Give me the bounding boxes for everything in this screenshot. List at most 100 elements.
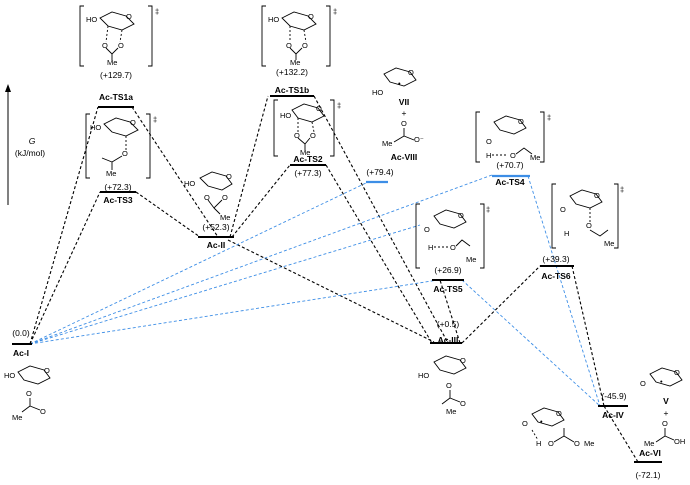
plus-sign: + <box>664 408 669 418</box>
atom-Me: Me <box>604 239 614 248</box>
atom-Me: Me <box>530 153 540 162</box>
atom-O: O <box>586 221 592 230</box>
name-AcTS2: Ac-TS2 <box>293 154 323 164</box>
atom-O: O <box>122 149 128 158</box>
atom-O: O <box>286 41 292 50</box>
atom-O: O <box>222 193 228 202</box>
structure-vii-viii: O HO • VII + O Me O⁻ Ac-VIII <box>372 67 424 162</box>
value-AcVI: (-72.1) <box>635 470 660 480</box>
atom-Me: Me <box>107 58 117 67</box>
atom-H: H <box>486 151 491 160</box>
axis-unit: (kJ/mol) <box>15 148 45 158</box>
radical-dot: • <box>398 79 401 88</box>
dagger-icon: ‡ <box>547 113 551 122</box>
radical-dot: • <box>660 377 663 386</box>
atom-O: O <box>522 419 528 428</box>
axis-symbol: G <box>29 136 36 146</box>
atom-O: O <box>308 12 314 21</box>
name-AcTS6: Ac-TS6 <box>541 271 571 281</box>
atom-O: O <box>518 117 524 126</box>
value-AcIII: (+0.5) <box>437 319 460 329</box>
atom-O: O <box>401 119 407 128</box>
atom-O: O <box>548 439 554 448</box>
atom-O: O <box>204 193 210 202</box>
name-AcTS4: Ac-TS4 <box>495 177 525 187</box>
label-VIII: Ac-VIII <box>391 152 417 162</box>
structure-ts6: ‡ O O O H Me <box>551 183 624 249</box>
name-AcII: Ac-II <box>207 240 225 250</box>
atom-Me: Me <box>290 58 300 67</box>
atom-Me: Me <box>466 255 476 264</box>
atom-O: O <box>674 368 680 377</box>
structure-ts4: ‡ O O H O Me <box>475 111 551 163</box>
atom-O: O <box>126 12 132 21</box>
black-pathways <box>29 95 639 463</box>
dagger-icon: ‡ <box>155 7 159 16</box>
atom-O: O <box>460 399 466 408</box>
atom-HO: HO <box>372 88 383 97</box>
atom-O: O <box>486 137 492 146</box>
atom-O: O <box>302 41 308 50</box>
name-AcI: Ac-I <box>13 348 29 358</box>
value-AcTS1b: (+132.2) <box>276 67 308 77</box>
name-AcIV: Ac-IV <box>602 410 624 420</box>
atom-HO: HO <box>4 371 15 380</box>
atom-Me: Me <box>12 413 22 422</box>
atom-O: O <box>460 356 466 365</box>
value-AcTS5: (+26.9) <box>434 265 461 275</box>
name-AcTS1a: Ac-TS1a <box>99 92 133 102</box>
atom-Me: Me <box>644 439 654 448</box>
atom-O: O <box>446 381 452 390</box>
atom-OH: OH <box>674 437 685 446</box>
structure-ts3: ‡ O HO O Me <box>85 113 157 179</box>
energy-levels <box>12 95 662 463</box>
blue-pathways <box>29 174 601 407</box>
atom-O: O <box>574 439 580 448</box>
name-AcTS5: Ac-TS5 <box>433 284 463 294</box>
atom-O: O <box>294 131 300 140</box>
structure-ac-ii: O HO O O Me <box>184 171 233 222</box>
atom-HO: HO <box>280 111 291 120</box>
dagger-dot-icon: ‡ <box>486 205 490 214</box>
value-AcI: (0.0) <box>12 328 30 338</box>
structure-v-vi: O O • V + O Me OH <box>640 367 685 448</box>
name-AcTS3: Ac-TS3 <box>103 195 133 205</box>
atom-H: H <box>564 229 569 238</box>
label-VII: VII <box>399 97 409 107</box>
atom-O: O <box>510 151 516 160</box>
atom-O-minus: O⁻ <box>414 135 424 144</box>
radical-dot: • <box>540 417 543 426</box>
atom-O: O <box>226 172 232 181</box>
atom-O: O <box>556 409 562 418</box>
atom-O: O <box>102 41 108 50</box>
name-AcVI: Ac-VI <box>639 448 661 458</box>
atom-O: O <box>424 225 430 234</box>
state-labels: (0.0) Ac-I (+52.3) Ac-II (+0.5) Ac-III (… <box>12 67 661 480</box>
atom-H: H <box>536 439 541 448</box>
name-AcTS1b: Ac-TS1b <box>275 85 309 95</box>
blue-energy-levels <box>366 174 530 184</box>
atom-Me: Me <box>382 139 392 148</box>
structure-ts2: ‡ O HO O O Me <box>273 99 341 157</box>
atom-HO: HO <box>86 15 97 24</box>
structure-ts1a: ‡ O HO O O Me <box>79 5 159 67</box>
structure-ac-i: O HO O O Me <box>4 365 51 422</box>
dagger-icon: ‡ <box>337 101 341 110</box>
value-AcTS6: (+39.3) <box>542 254 569 264</box>
dagger-icon: ‡ <box>333 7 337 16</box>
label-V: V <box>663 396 669 406</box>
atom-Me: Me <box>584 439 594 448</box>
structure-ts1b: ‡ O HO O O Me <box>261 5 337 67</box>
structure-ac-iii: O HO O O Me <box>418 355 467 416</box>
atom-Me: Me <box>220 213 230 222</box>
atom-O: O <box>44 366 50 375</box>
atom-O: O <box>40 407 46 416</box>
value-AcII: (+52.3) <box>202 222 229 232</box>
dagger-dot-icon: ‡ <box>620 185 624 194</box>
atom-O: O <box>26 389 32 398</box>
atom-O: O <box>560 205 566 214</box>
atom-O: O <box>458 211 464 220</box>
atom-O: O <box>662 419 668 428</box>
atom-O: O <box>450 243 456 252</box>
